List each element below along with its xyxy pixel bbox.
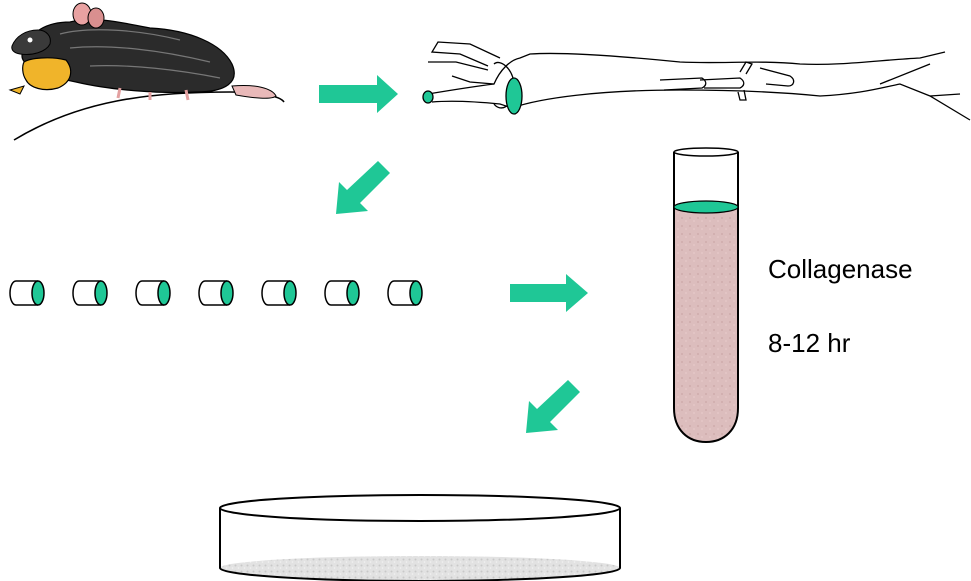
vessel-ring-icon: [262, 281, 296, 305]
vessel-ring-icon: [388, 281, 422, 305]
vessel-ring-icon: [199, 281, 233, 305]
test-tube-icon: [674, 148, 738, 442]
vessel-ring-icon: [136, 281, 170, 305]
incubation-time-label: 8-12 hr: [768, 328, 850, 359]
vessel-ring-icon: [325, 281, 359, 305]
petri-dish-icon: [220, 495, 620, 581]
arrow-right-icon: [510, 274, 588, 312]
arrow-down-left-icon: [526, 380, 580, 433]
artery-segment-icon: [423, 42, 970, 120]
arrow-right-icon: [319, 75, 398, 113]
arrow-down-left-icon: [336, 161, 390, 214]
vessel-ring-icon: [10, 281, 44, 305]
vessel-ring-icon: [73, 281, 107, 305]
rat-icon: [10, 3, 284, 140]
reagent-label: Collagenase: [768, 254, 913, 285]
vessel-rings-row: [10, 281, 422, 305]
